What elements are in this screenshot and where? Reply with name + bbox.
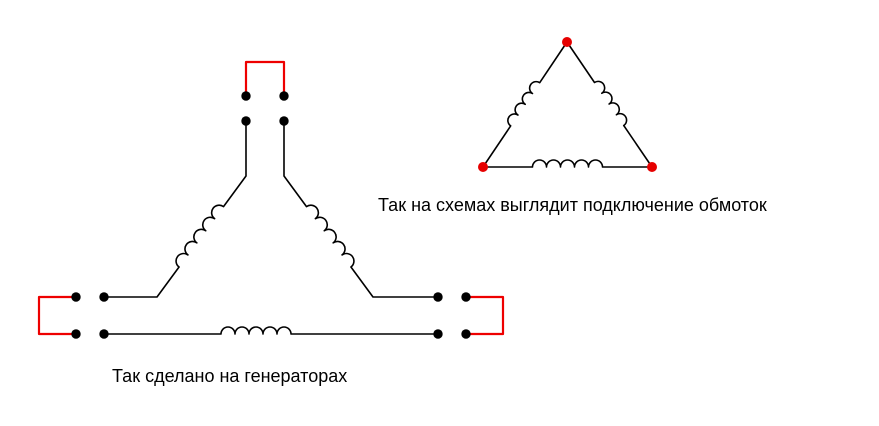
- vertex-dot: [562, 37, 572, 47]
- terminal-dot: [71, 329, 81, 339]
- vertex-dot: [478, 162, 488, 172]
- terminal-dot: [279, 116, 289, 126]
- terminal-dot: [461, 329, 471, 339]
- terminal-dot: [99, 329, 109, 339]
- terminal-dot: [99, 292, 109, 302]
- jumper-left: [37, 295, 80, 336]
- generator-windings-group: [103, 120, 439, 335]
- winding-bottom-path: [103, 326, 439, 335]
- jumpers-group: [37, 60, 505, 336]
- winding-right-path: [283, 120, 439, 298]
- vertex-dots-group: [478, 37, 657, 172]
- terminal-dot: [241, 116, 251, 126]
- terminal-dot: [433, 329, 443, 339]
- triangle-side-bottom: [482, 159, 653, 168]
- terminal-dot: [433, 292, 443, 302]
- vertex-dot: [647, 162, 657, 172]
- generator-caption: Так сделано на генераторах: [112, 366, 347, 386]
- jumper-top: [244, 60, 286, 95]
- terminal-dots-group: [71, 91, 471, 339]
- terminal-dot: [461, 292, 471, 302]
- terminal-dot: [71, 292, 81, 302]
- terminal-dot: [279, 91, 289, 101]
- triangle-side-right: [566, 41, 653, 168]
- terminal-dot: [241, 91, 251, 101]
- schematic-triangle-group: [482, 41, 653, 168]
- jumper-right: [462, 295, 505, 336]
- schematic-caption: Так на схемах выглядит подключение обмот…: [378, 195, 767, 215]
- winding-left-path: [103, 120, 247, 298]
- triangle-side-left: [482, 41, 568, 168]
